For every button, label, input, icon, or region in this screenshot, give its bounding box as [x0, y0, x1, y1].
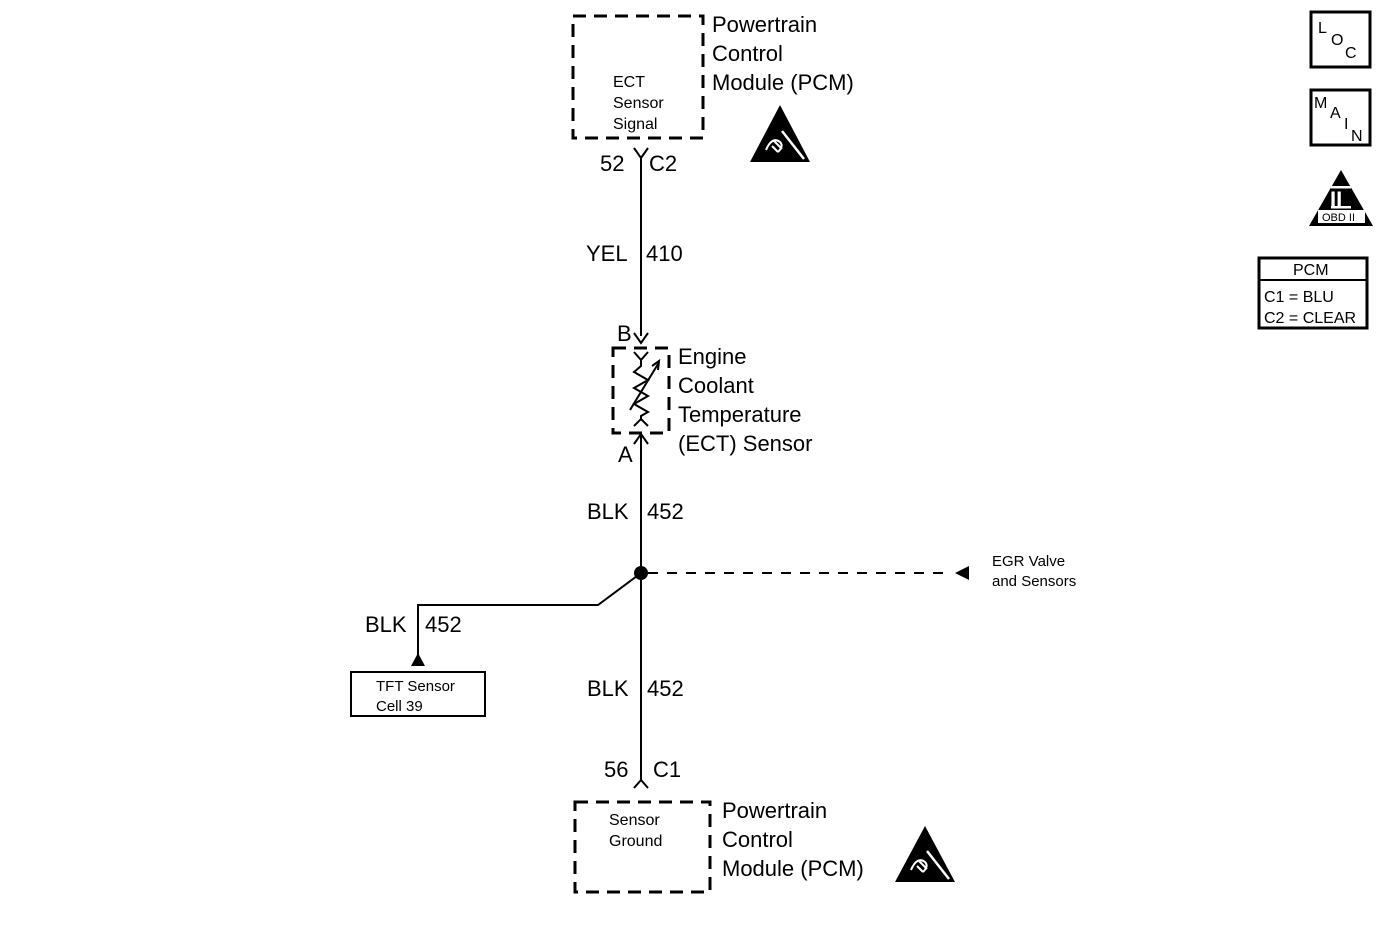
loc-box: [1309, 10, 1372, 69]
pcm-legend-box: [1257, 256, 1369, 330]
pcm-bottom-signal-line-2: Ground: [609, 833, 662, 850]
pcm-top-title-line-2: Control: [712, 41, 783, 66]
pcm-bottom-title-line-1: Powertrain: [722, 798, 827, 823]
ect-title-line-3: Temperature: [678, 402, 802, 427]
main-box: [1309, 88, 1372, 147]
wire-top-color: YEL: [586, 241, 628, 266]
pcm-top-signal-line-2: Sensor: [613, 95, 664, 112]
thermistor-variable-arrow-icon: [629, 358, 661, 411]
egr-ref-line-2: and Sensors: [992, 573, 1076, 590]
main-button[interactable]: M A I N: [1309, 88, 1372, 147]
loc-letter-c: C: [1345, 45, 1357, 62]
pcm-bottom-terminal-icon: [633, 778, 649, 789]
esd-warning-icon: [750, 105, 810, 162]
pcm-bottom-title-line-3: Module (PCM): [722, 856, 864, 881]
wire-left-circuit: 452: [425, 612, 462, 637]
ect-terminal-a-arrow-icon: [633, 432, 649, 445]
wire-blk-452-tft-branch: [417, 572, 642, 656]
ect-terminal-a-label: A: [618, 442, 633, 467]
obd-ii-icon[interactable]: II OBD II: [1309, 170, 1373, 226]
egr-reference-arrow-icon: [955, 566, 969, 580]
main-letter-m: M: [1314, 95, 1327, 112]
pcm-connector-legend: PCM C1 = BLU C2 = CLEAR: [1257, 256, 1369, 330]
pcm-legend-header: PCM: [1293, 262, 1329, 279]
tft-reference-box[interactable]: [350, 671, 486, 717]
obd-label-box: [1318, 210, 1365, 223]
tft-ref-line-2: Cell 39: [376, 698, 423, 715]
pcm-bottom-dashed-box: [573, 800, 712, 894]
pcm-top-signal-line-1: ECT: [613, 74, 645, 91]
pcm-bottom-title-line-2: Control: [722, 827, 793, 852]
ect-title-line-2: Coolant: [678, 373, 754, 398]
wire-bottom-circuit: 452: [647, 676, 684, 701]
egr-ref-line-1: EGR Valve: [992, 553, 1065, 570]
wire-top-circuit: 410: [646, 241, 683, 266]
wire-mid-color: BLK: [587, 499, 629, 524]
ect-title-line-1: Engine: [678, 344, 747, 369]
esd-warning-icon: [895, 826, 955, 882]
tft-ref-line-1: TFT Sensor: [376, 678, 455, 695]
pcm-top-pin: 52: [600, 151, 624, 176]
loc-button[interactable]: L O C: [1309, 10, 1372, 69]
pcm-top-module: ECT Sensor Signal Powertrain Control Mod…: [571, 12, 854, 176]
pcm-legend-row-1: C1 = BLU: [1264, 289, 1334, 306]
wire-left-color: BLK: [365, 612, 407, 637]
pcm-top-title-line-1: Powertrain: [712, 12, 817, 37]
obd-label: OBD II: [1322, 212, 1355, 224]
ect-title-line-4: (ECT) Sensor: [678, 431, 812, 456]
main-letter-n: N: [1351, 128, 1363, 145]
pcm-top-dashed-box: [571, 14, 705, 140]
ect-terminal-b-arrow-icon: [633, 332, 649, 345]
pcm-bottom-signal-line-1: Sensor: [609, 812, 660, 829]
loc-letter-o: O: [1331, 32, 1343, 49]
pcm-top-connector: C2: [649, 151, 677, 176]
loc-letter-l: L: [1318, 20, 1327, 37]
pcm-bottom-module: 56 C1 Sensor Ground Powertrain Control M…: [573, 757, 955, 894]
thermistor-icon: [631, 351, 651, 427]
wire-mid-circuit: 452: [647, 499, 684, 524]
obd-numeral: II: [1330, 187, 1342, 212]
main-letter-i: I: [1344, 116, 1348, 133]
pcm-top-signal-line-3: Signal: [613, 116, 657, 133]
pcm-legend-row-2: C2 = CLEAR: [1264, 310, 1356, 327]
main-letter-a: A: [1330, 105, 1341, 122]
wire-bottom-color: BLK: [587, 676, 629, 701]
tft-reference-arrow-icon: [411, 653, 425, 666]
pcm-bottom-pin: 56: [604, 757, 628, 782]
ect-terminal-b-label: B: [617, 321, 632, 346]
ect-sensor: B A Engine Coolant Temperature (ECT) Sen…: [611, 321, 812, 467]
pcm-bottom-connector: C1: [653, 757, 681, 782]
pcm-top-title-line-3: Module (PCM): [712, 70, 854, 95]
